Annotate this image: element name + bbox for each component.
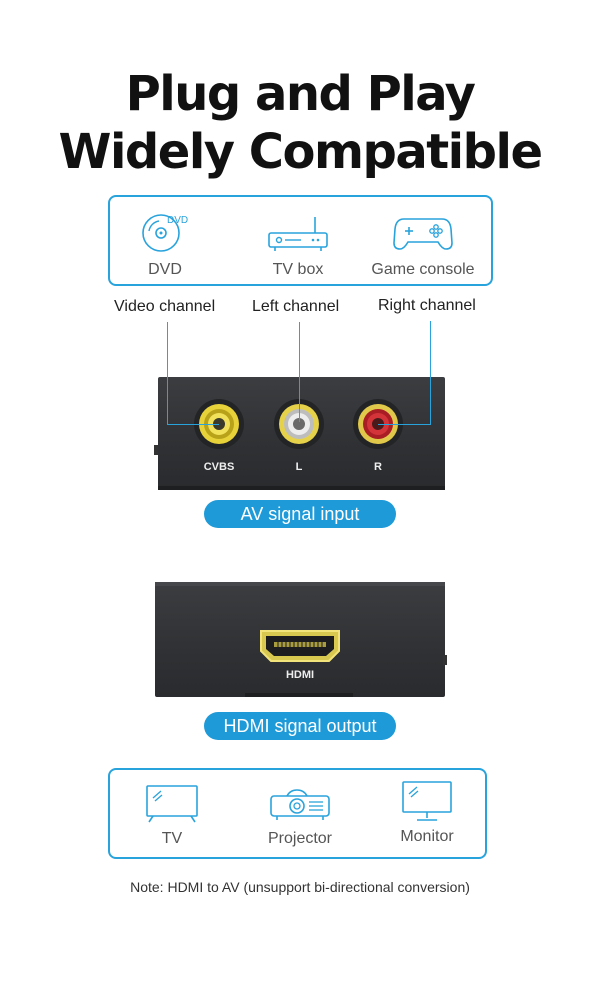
hdmi-port[interactable] [257, 627, 343, 665]
device-top-edge [155, 582, 445, 586]
av-signal-input-badge: AV signal input [204, 500, 396, 528]
source-label-dvd: DVD [148, 261, 182, 278]
source-game-console: Game console [368, 209, 478, 279]
left-channel-leader [299, 322, 300, 422]
left-channel-label: Left channel [252, 298, 340, 315]
source-tv-box: TV box [258, 209, 338, 279]
display-monitor: Monitor [382, 780, 472, 846]
page-title-line-1: Plug and Play [125, 66, 476, 122]
dvd-icon-text: DVD [167, 215, 188, 226]
l-port-label: L [295, 461, 303, 473]
dvd-disc-icon: DVD [142, 214, 188, 252]
video-channel-leader-horizontal [167, 424, 219, 425]
device-side-tab [154, 445, 158, 455]
right-audio-rca-jack[interactable] [351, 397, 405, 451]
device-foot [245, 693, 353, 697]
right-channel-leader-horizontal [378, 424, 431, 425]
display-tv: TV [132, 782, 212, 848]
right-channel-leader-vertical [430, 321, 431, 424]
projector-icon [270, 789, 330, 820]
left-audio-rca-jack[interactable] [272, 397, 326, 451]
display-label-projector: Projector [267, 830, 333, 847]
display-projector: Projector [257, 782, 343, 848]
tv-icon [146, 785, 198, 823]
page-title-line-2: Widely Compatible [58, 124, 544, 180]
video-channel-leader-vertical [167, 322, 168, 424]
cvbs-port-label: CVBS [203, 461, 235, 473]
display-devices-panel: TV Projector Monitor [108, 768, 487, 859]
source-dvd: DVD DVD [130, 209, 200, 279]
source-label-tv-box: TV box [272, 261, 324, 278]
right-channel-label: Right channel [378, 297, 476, 314]
compatibility-note: Note: HDMI to AV (unsupport bi-direction… [130, 879, 470, 895]
device-side-tab [443, 655, 447, 665]
hdmi-port-label: HDMI [285, 669, 315, 681]
source-label-game-console: Game console [371, 261, 475, 278]
display-label-monitor: Monitor [400, 828, 454, 845]
display-label-tv: TV [161, 830, 183, 847]
game-controller-icon [393, 218, 453, 250]
video-channel-label: Video channel [114, 298, 216, 315]
monitor-icon [402, 781, 452, 821]
hdmi-signal-output-badge: HDMI signal output [204, 712, 396, 740]
tv-box-icon [268, 217, 328, 251]
source-devices-panel: DVD DVD TV box Game console [108, 195, 493, 286]
cvbs-rca-jack[interactable] [192, 397, 246, 451]
r-port-label: R [374, 461, 382, 473]
device-base-edge [158, 486, 445, 490]
